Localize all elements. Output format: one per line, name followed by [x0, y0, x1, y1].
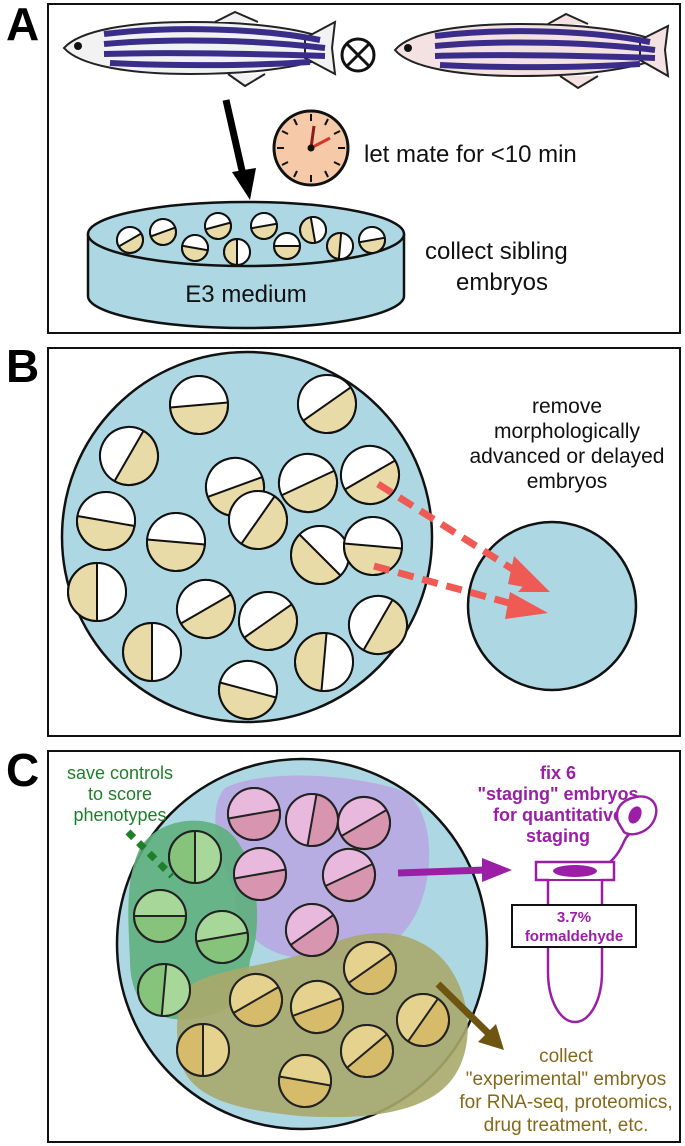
panel-a-frame	[47, 3, 681, 334]
embryo-icon	[358, 226, 386, 254]
cross-symbol-icon	[340, 37, 376, 73]
panel-c: C save controls to score phenotypes fix …	[6, 744, 681, 1143]
embryo-icon	[99, 426, 159, 486]
embryo-icon	[176, 579, 236, 639]
fixative-concentration: 3.7%	[557, 909, 591, 926]
source-embryo-group	[67, 374, 408, 720]
controls-instruction-text: save controls to score phenotypes	[67, 763, 173, 825]
experimental-text-line: collect	[539, 1046, 594, 1067]
embryo-icon	[67, 562, 127, 622]
panel-b: B remove morphologically advanced or del…	[6, 340, 681, 737]
embryo-icon	[343, 516, 403, 576]
embryo-icon	[278, 1054, 332, 1108]
embryo-icon	[229, 973, 283, 1027]
staging-text-line: staging	[526, 826, 590, 846]
dish-embryo-group	[116, 212, 386, 266]
remove-text-line: morphologically	[494, 420, 640, 443]
embryo-icon	[278, 453, 338, 513]
embryo-icon	[294, 632, 354, 692]
embryo-icon	[343, 941, 397, 995]
arrow-icon	[435, 981, 504, 1050]
embryo-icon	[218, 660, 278, 720]
remove-text-line: advanced or delayed	[470, 445, 665, 468]
arrow-icon	[397, 858, 512, 882]
embryo-icon	[169, 375, 229, 435]
mate-duration-text: let mate for <10 min	[364, 141, 577, 168]
panel-a: A	[6, 0, 681, 334]
petri-dish-icon	[86, 200, 406, 330]
panel-c-frame	[47, 750, 681, 1143]
embryo-icon	[228, 490, 288, 550]
fixative-name: formaldehyde	[525, 928, 623, 945]
controls-text-line: phenotypes	[73, 805, 166, 825]
embryo-icon	[250, 212, 278, 240]
embryo-icon	[238, 591, 298, 651]
embryo-icon	[176, 1023, 230, 1077]
embryo-icon	[340, 1024, 394, 1078]
embryo-icon	[227, 787, 281, 841]
panel-c-letter: C	[6, 744, 39, 796]
embryo-icon	[233, 847, 287, 901]
panel-b-letter: B	[6, 340, 39, 392]
remove-instruction-text: remove morphologically advanced or delay…	[470, 395, 665, 493]
panel-a-letter: A	[6, 0, 39, 50]
zebrafish-icon	[62, 10, 337, 88]
embryo-icon	[297, 374, 357, 434]
remove-text-line: remove	[532, 395, 602, 418]
experimental-text-line: "experimental" embryos	[466, 1069, 666, 1090]
embryo-icon	[322, 848, 376, 902]
embryo-icon	[137, 963, 191, 1017]
microtube-icon: 3.7% formaldehyde	[511, 795, 658, 1024]
embryo-icon	[76, 491, 136, 551]
experimental-instruction-text: collect "experimental" embryos for RNA-s…	[459, 1046, 672, 1136]
embryo-icon	[299, 216, 327, 244]
controls-text-line: to score	[88, 784, 152, 804]
embryo-icon	[116, 226, 144, 254]
dish-label: E3 medium	[185, 281, 306, 308]
arrow-icon	[373, 481, 550, 619]
collect-siblings-line2: embryos	[456, 269, 548, 296]
embryo-icon	[168, 830, 222, 884]
embryo-icon	[195, 910, 249, 964]
sorted-embryo-group	[133, 787, 450, 1108]
staging-instruction-text: fix 6 "staging" embryos for quantitative…	[477, 763, 638, 846]
embryo-icon	[290, 525, 350, 585]
embryo-icon	[285, 793, 339, 847]
embryo-icon	[348, 595, 408, 655]
embryo-icon	[290, 980, 344, 1034]
embryo-icon	[285, 903, 339, 957]
embryo-icon	[133, 889, 187, 943]
clock-icon	[272, 109, 350, 187]
embryo-icon	[149, 218, 177, 246]
controls-text-line: save controls	[67, 763, 173, 783]
arrow-icon	[222, 99, 256, 200]
embryo-icon	[273, 232, 301, 260]
controls-pointer-line	[125, 829, 175, 879]
zebrafish-icon	[393, 12, 670, 90]
staging-text-line: "staging" embryos	[477, 784, 638, 804]
embryo-icon	[396, 993, 450, 1047]
remove-text-line: embryos	[527, 470, 608, 493]
staging-text-line: fix 6	[540, 763, 576, 783]
panel-b-frame	[47, 347, 681, 737]
discard-dish	[466, 520, 638, 692]
staging-text-line: for quantitative	[493, 805, 623, 825]
experimental-text-line: for RNA-seq, proteomics,	[459, 1092, 672, 1113]
embryo-icon	[204, 212, 232, 240]
experimental-text-line: drug treatment, etc.	[484, 1115, 649, 1136]
embryo-icon	[223, 238, 251, 266]
embryo-icon	[122, 622, 182, 682]
embryo-icon	[326, 232, 354, 260]
embryo-icon	[146, 512, 206, 572]
embryo-icon	[337, 796, 391, 850]
embryo-icon	[181, 234, 209, 262]
collect-siblings-line1: collect sibling	[425, 238, 568, 265]
